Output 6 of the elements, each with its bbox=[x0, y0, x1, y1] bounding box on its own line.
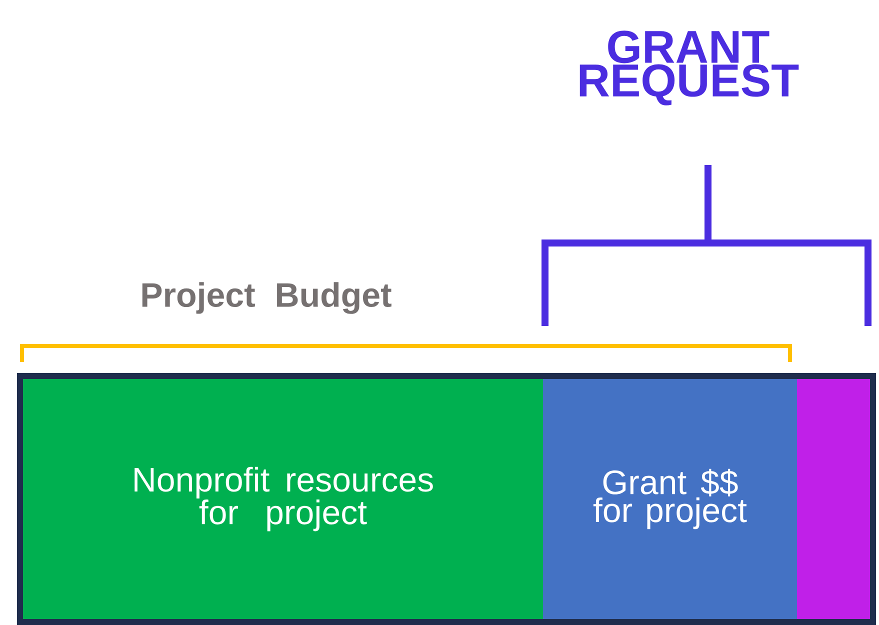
bar-segment: Grant $$ for project bbox=[543, 379, 797, 619]
heading: GRANT REQUEST bbox=[580, 30, 799, 106]
bar-segment: Nonprofit resources for project bbox=[23, 379, 543, 619]
bracket-label: Project Budget bbox=[142, 282, 392, 314]
bar-chart-frame bbox=[17, 373, 876, 625]
bar-segment bbox=[797, 379, 870, 619]
